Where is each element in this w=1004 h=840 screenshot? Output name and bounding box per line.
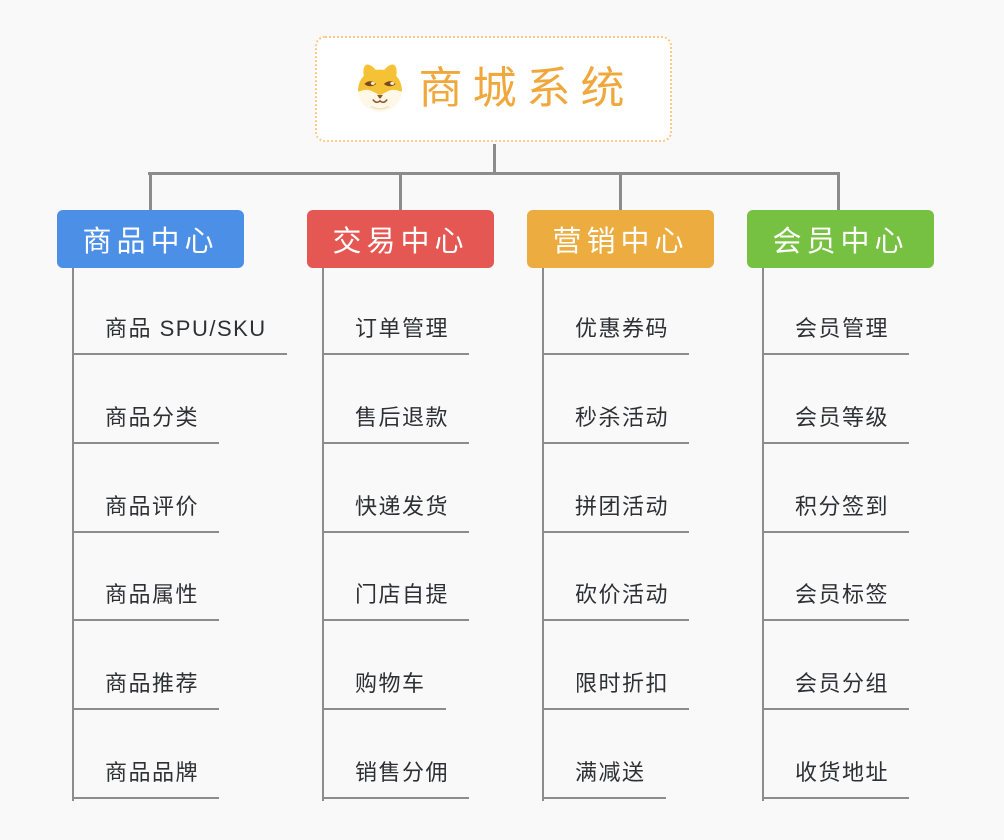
branch-vline: [72, 268, 74, 801]
connector-drop-marketing: [619, 172, 622, 210]
leaf-topic[interactable]: 秒杀活动: [542, 400, 690, 444]
leaf-topic[interactable]: 会员分组: [762, 666, 910, 710]
connector-root-stub: [493, 144, 496, 175]
leaf-topic[interactable]: 商品评价: [72, 489, 220, 533]
leaf-topic[interactable]: 订单管理: [322, 311, 470, 355]
branch-vline: [762, 268, 764, 801]
leaf-topic[interactable]: 商品品牌: [72, 755, 220, 799]
branch-column-marketing: 营销中心 优惠券码秒杀活动拼团活动砍价活动限时折扣满减送: [527, 210, 777, 801]
root-topic[interactable]: 商城系统: [315, 36, 672, 142]
leaf-topic[interactable]: 商品推荐: [72, 666, 220, 710]
branch-head-trade[interactable]: 交易中心: [307, 210, 494, 268]
branch-head-products[interactable]: 商品中心: [57, 210, 244, 268]
branch-vline: [542, 268, 544, 801]
leaf-topic[interactable]: 快递发货: [322, 489, 470, 533]
leaf-topic[interactable]: 砍价活动: [542, 577, 690, 621]
leaf-topic[interactable]: 满减送: [542, 755, 666, 799]
branch-head-members[interactable]: 会员中心: [747, 210, 934, 268]
leaf-topic[interactable]: 商品属性: [72, 577, 220, 621]
branch-head-marketing[interactable]: 营销中心: [527, 210, 714, 268]
connector-drop-trade: [399, 172, 402, 210]
leaf-topic[interactable]: 售后退款: [322, 400, 470, 444]
branch-column-products: 商品中心 商品 SPU/SKU 商品分类商品评价商品属性商品推荐商品品牌: [57, 210, 307, 801]
branch-column-members: 会员中心 会员管理会员等级积分签到会员标签会员分组收货地址: [747, 210, 997, 801]
leaf-topic[interactable]: 优惠券码: [542, 311, 690, 355]
connector-drop-members: [837, 172, 840, 210]
branch-column-trade: 交易中心 订单管理售后退款快递发货门店自提购物车销售分佣: [307, 210, 557, 801]
leaf-topic[interactable]: 门店自提: [322, 577, 470, 621]
shiba-dog-icon: [357, 64, 402, 112]
leaf-topic[interactable]: 会员等级: [762, 400, 910, 444]
leaf-topic[interactable]: 销售分佣: [322, 755, 470, 799]
root-topic-title: 商城系统: [418, 64, 635, 113]
connector-drop-products: [149, 172, 152, 210]
leaf-topic[interactable]: 收货地址: [762, 755, 910, 799]
leaf-topic[interactable]: 积分签到: [762, 489, 910, 533]
leaf-topic[interactable]: 限时折扣: [542, 666, 690, 710]
leaf-topic[interactable]: 会员标签: [762, 577, 910, 621]
leaf-topic[interactable]: 购物车: [322, 666, 446, 710]
leaf-topic[interactable]: 商品分类: [72, 400, 220, 444]
branch-vline: [322, 268, 324, 801]
leaf-topic[interactable]: 拼团活动: [542, 489, 690, 533]
leaf-topic[interactable]: 商品 SPU/SKU: [72, 311, 287, 355]
connector-horizontal: [148, 172, 840, 175]
leaf-topic[interactable]: 会员管理: [762, 311, 910, 355]
